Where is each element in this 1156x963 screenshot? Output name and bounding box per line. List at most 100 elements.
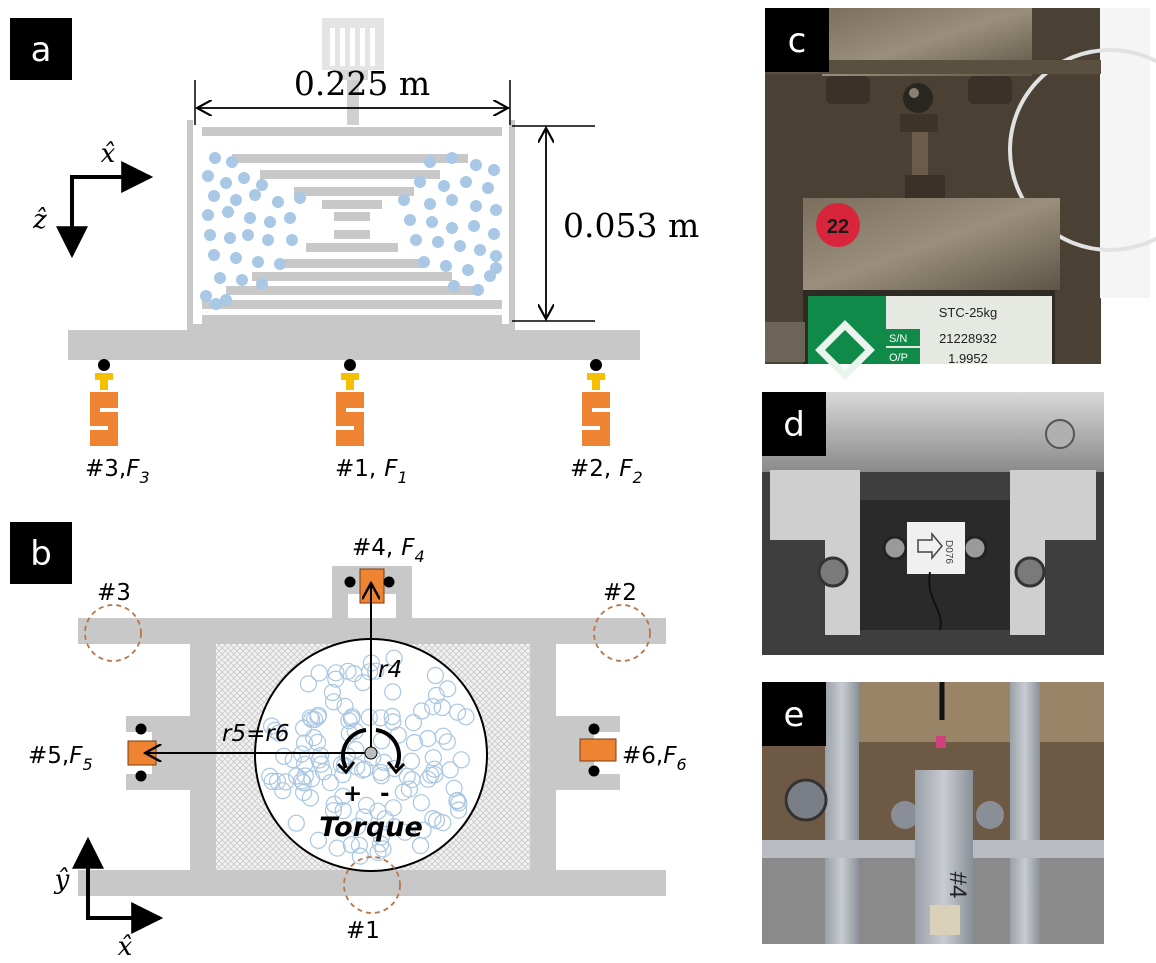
z-axis-label: ẑ [32, 205, 47, 235]
particle [295, 783, 313, 802]
load-cell-body [803, 198, 1060, 290]
torque-label: Torque [319, 812, 423, 843]
motor-icon [322, 18, 384, 125]
svg-text:STC-25kg: STC-25kg [939, 305, 998, 320]
particle [287, 814, 305, 832]
particle [384, 799, 402, 817]
particle [261, 767, 279, 786]
particle [424, 198, 436, 210]
particle [208, 249, 220, 261]
particle [488, 228, 500, 240]
panel-b-label: b [30, 534, 52, 574]
particle [294, 774, 312, 792]
particle [301, 789, 319, 807]
particle [263, 717, 281, 735]
particle [413, 702, 431, 720]
particle [403, 770, 421, 789]
plate [278, 259, 426, 268]
support-2-label: #2 [603, 580, 637, 606]
sensor-2-label: #2,F2 [570, 456, 643, 487]
load-cell-icon [90, 359, 118, 446]
particle [202, 170, 214, 182]
particle [432, 236, 444, 248]
particle [414, 176, 426, 188]
particle [355, 808, 373, 826]
particle [462, 264, 474, 276]
particle [308, 733, 327, 752]
particle [427, 811, 446, 830]
particle [385, 649, 403, 667]
plate [202, 300, 502, 309]
particle [277, 773, 295, 791]
particle [394, 783, 412, 801]
panel-e-label: e [784, 695, 805, 735]
rotation-ccw-arrow [340, 728, 367, 769]
particle [356, 760, 374, 778]
watermark-seal [1008, 48, 1156, 252]
particle [448, 791, 466, 810]
granular-particles [200, 152, 502, 310]
particle [224, 232, 236, 244]
particle [334, 801, 352, 820]
particle [439, 680, 457, 698]
particle [252, 256, 264, 268]
particle [360, 708, 378, 726]
particle [454, 240, 466, 252]
particle [230, 194, 242, 206]
particle [372, 835, 390, 853]
particle [275, 747, 293, 765]
frame-left-post [190, 630, 216, 885]
particle [345, 664, 363, 683]
plate [334, 212, 370, 221]
frame-right-post [530, 630, 556, 885]
load-cell-icon [336, 359, 364, 446]
particle [448, 280, 460, 292]
particle [294, 192, 306, 204]
particle [347, 740, 365, 759]
r56-label: r5=r6 [222, 721, 289, 747]
particle [309, 831, 327, 850]
particle [424, 156, 436, 168]
particle [440, 260, 452, 272]
panel-e-label-box [762, 682, 826, 746]
sensor-5-label: #5,F5 [28, 743, 93, 774]
particle [220, 177, 232, 189]
particle [226, 156, 238, 168]
particle [299, 675, 317, 693]
plate [202, 315, 502, 324]
particle [424, 809, 442, 828]
particle [230, 252, 242, 264]
particle [202, 209, 214, 221]
plate [232, 154, 468, 163]
load-cell-row [90, 359, 610, 446]
left-clamp [770, 470, 860, 635]
drum-particles [261, 649, 475, 865]
particle [418, 256, 430, 268]
particle [334, 765, 352, 784]
particle [301, 709, 319, 727]
sensor-1-label: #1,F1 [335, 456, 408, 487]
sensor-3-label: #3,F3 [85, 456, 150, 487]
particle [209, 152, 221, 164]
particle [287, 767, 306, 785]
particle [490, 250, 502, 262]
width-dimension-label: 0.225 m [294, 64, 430, 103]
svg-text:S/N: S/N [889, 333, 907, 345]
particle [398, 767, 416, 786]
particle [446, 194, 458, 206]
particle [490, 262, 502, 274]
particle [372, 828, 390, 846]
particle [328, 839, 346, 857]
sensor-chip [907, 522, 965, 574]
particle [200, 290, 212, 302]
particle [472, 284, 484, 296]
svg-text:D076: D076 [943, 540, 954, 564]
plate [334, 230, 370, 239]
particle [404, 214, 416, 226]
panel-b: b #3 #2 #1 #4,F4 #5,F5 #6,F6 [10, 522, 687, 962]
particle [220, 294, 232, 306]
particle [309, 708, 327, 726]
particle [445, 779, 463, 797]
particle [470, 200, 482, 212]
